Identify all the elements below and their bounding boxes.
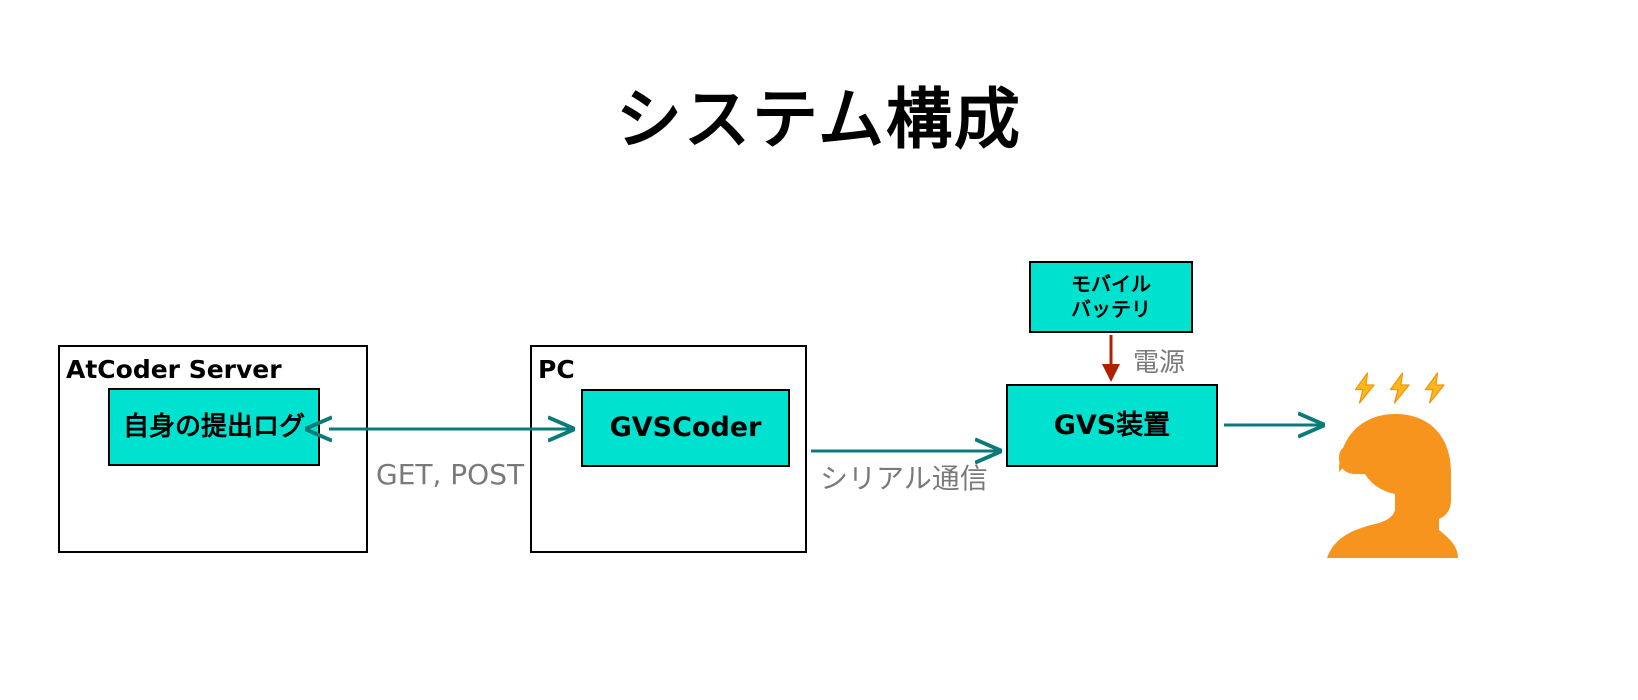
page-title: システム構成 — [615, 81, 1023, 158]
edge-serial-label: シリアル通信 — [820, 462, 988, 495]
lightning-bolts — [1352, 372, 1448, 404]
node-gvs-device: GVS装置 — [1006, 384, 1218, 467]
lightning-bolt-icon — [1389, 372, 1410, 404]
node-submission-log: 自身の提出ログ — [108, 388, 320, 466]
edge-http-label: GET, POST — [376, 458, 525, 491]
node-pc-label: PC — [538, 355, 575, 384]
edge-power-label: 電源 — [1133, 348, 1186, 378]
node-atcoder-server-label: AtCoder Server — [66, 355, 282, 384]
lightning-bolt-icon — [1354, 372, 1375, 404]
node-gvscoder-label: GVSCoder — [609, 412, 762, 444]
node-mobile-battery: モバイル バッテリ — [1029, 261, 1193, 333]
user-silhouette-icon — [1327, 414, 1458, 558]
node-mobile-battery-label-line1: モバイル — [1071, 272, 1151, 296]
node-gvs-device-label: GVS装置 — [1053, 409, 1171, 441]
lightning-bolt-icon — [1425, 372, 1445, 404]
node-submission-log-label: 自身の提出ログ — [122, 411, 305, 442]
node-gvscoder: GVSCoder — [581, 389, 790, 467]
node-mobile-battery-label-line2: バッテリ — [1071, 297, 1151, 321]
